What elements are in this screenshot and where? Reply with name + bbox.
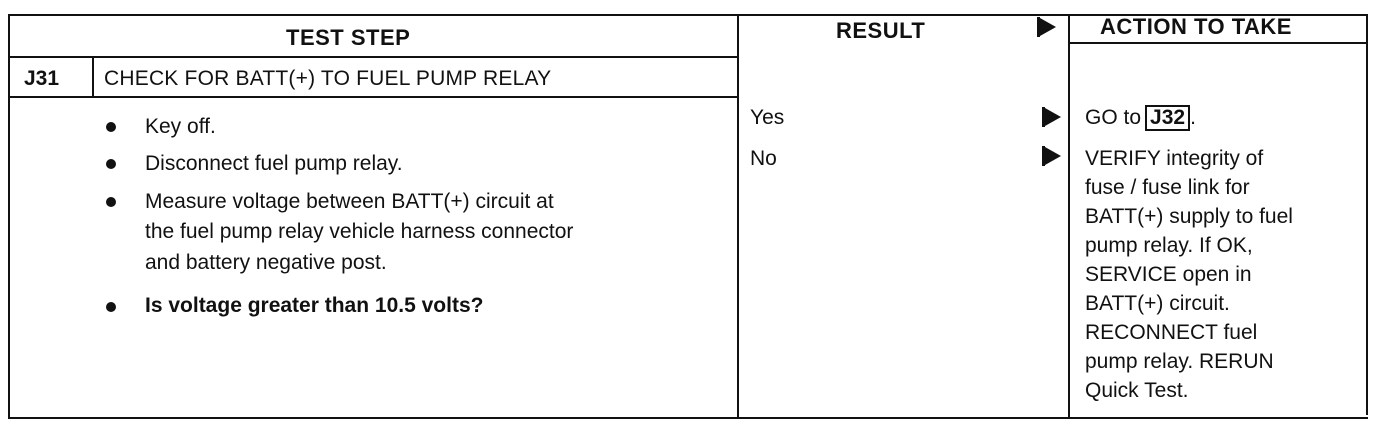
action-no-line: pump relay. If OK, (1085, 234, 1253, 257)
action-no: VERIFY integrity of fuse / fuse link for… (1085, 144, 1365, 405)
table-bottom-border (8, 417, 1368, 419)
step-title: CHECK FOR BATT(+) TO FUEL PUMP RELAY (104, 67, 552, 90)
table-left-border (8, 14, 10, 419)
action-yes-suffix: . (1190, 106, 1196, 129)
column-divider-action (1068, 14, 1070, 417)
bullet-icon (106, 122, 116, 132)
table-top-border (8, 14, 1368, 16)
result-yes-arrow-icon (1045, 108, 1061, 126)
step-id: J31 (24, 67, 60, 90)
bullet-measure-line-3: and battery negative post. (145, 251, 387, 274)
header-arrow-icon (1040, 18, 1056, 36)
action-no-line: fuse / fuse link for (1085, 176, 1250, 199)
bullet-disconnect: Disconnect fuel pump relay. (145, 152, 403, 175)
result-yes: Yes (750, 106, 785, 129)
action-no-line: BATT(+) supply to fuel (1085, 205, 1293, 228)
header-arrow-bar (1037, 17, 1040, 37)
result-no-arrow-icon (1045, 147, 1061, 165)
action-no-line: BATT(+) circuit. (1085, 292, 1230, 315)
action-no-line: Quick Test. (1085, 379, 1189, 402)
bullet-key-off: Key off. (145, 115, 216, 138)
action-no-line: pump relay. RERUN (1085, 350, 1274, 373)
result-no: No (750, 147, 777, 170)
result-no-arrow-bar (1042, 146, 1045, 166)
action-no-line: RECONNECT fuel (1085, 321, 1258, 344)
bullet-measure-line-1: Measure voltage between BATT(+) circuit … (145, 190, 554, 213)
action-yes-prefix: GO to (1085, 106, 1142, 129)
action-no-line: SERVICE open in (1085, 263, 1252, 286)
step-title-divider (8, 96, 738, 98)
header-result: RESULT (836, 18, 926, 43)
result-yes-arrow-bar (1042, 107, 1045, 127)
bullet-icon (106, 197, 116, 207)
bullet-icon (106, 302, 116, 312)
bullet-icon (106, 159, 116, 169)
bullet-question: Is voltage greater than 10.5 volts? (145, 294, 484, 317)
column-divider-result (737, 14, 739, 419)
bullet-measure-line-2: the fuel pump relay vehicle harness conn… (145, 220, 574, 243)
header-divider-action (1068, 42, 1368, 44)
action-yes-step-ref: J32 (1145, 105, 1191, 131)
header-divider (8, 56, 738, 58)
step-id-divider (92, 57, 94, 98)
table-right-border (1366, 14, 1368, 415)
header-test-step: TEST STEP (286, 25, 411, 50)
action-no-line: VERIFY integrity of (1085, 147, 1264, 170)
header-action-to-take: ACTION TO TAKE (1100, 14, 1292, 39)
